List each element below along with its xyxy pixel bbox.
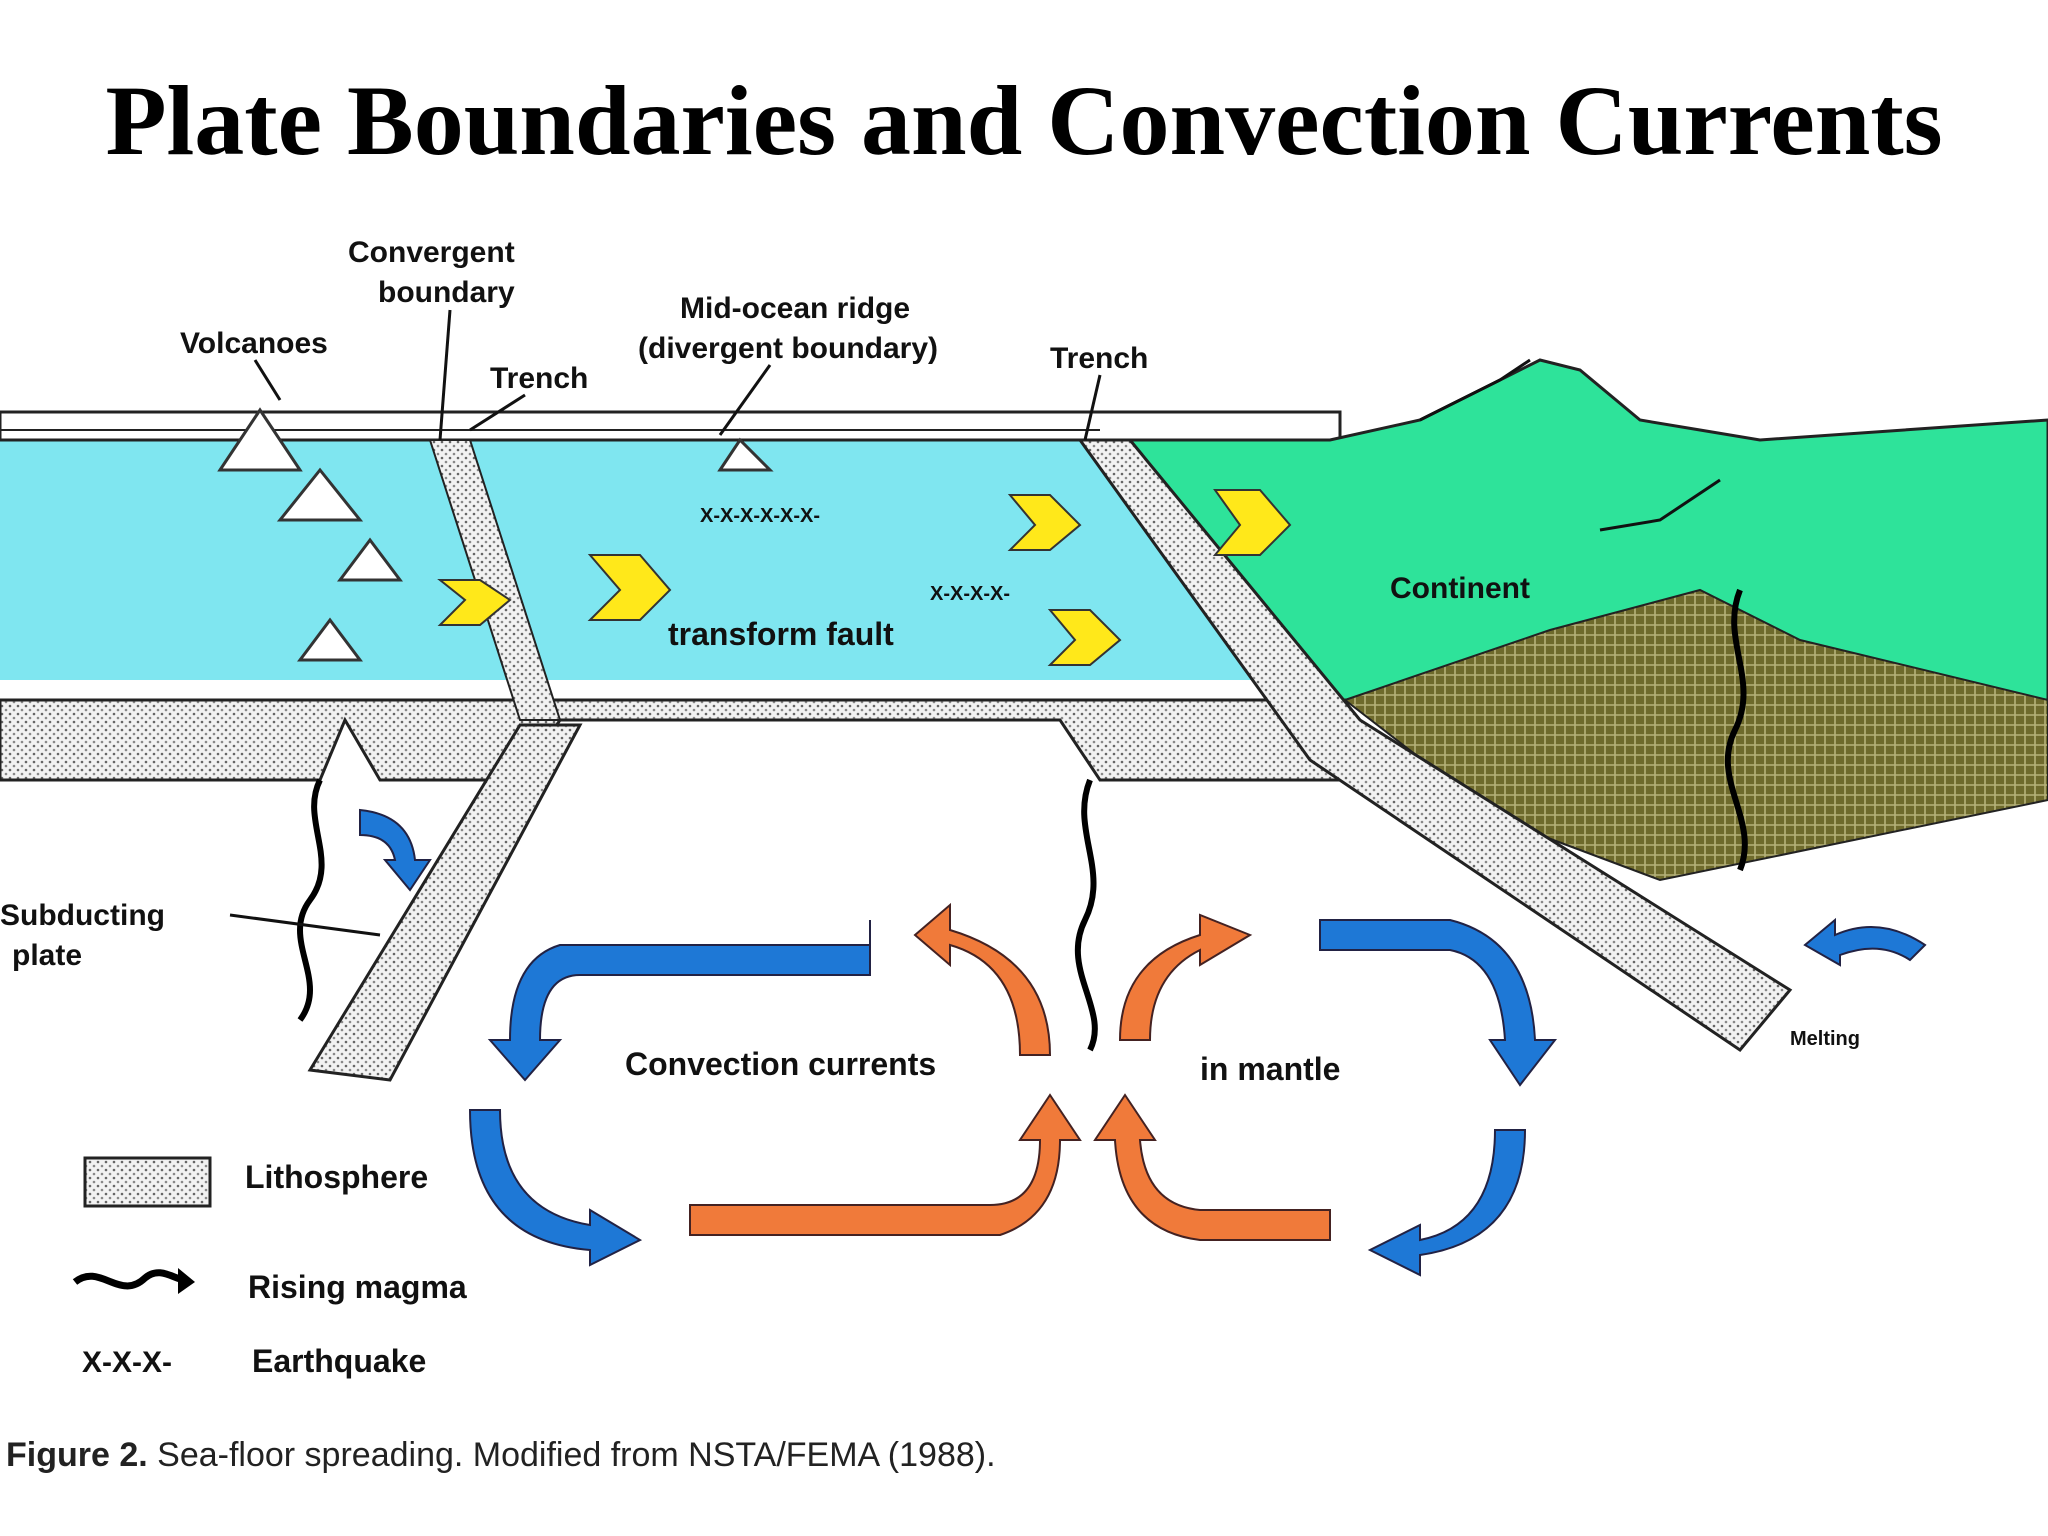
legend-magma-label: Rising magma [248, 1269, 467, 1305]
page-title: Plate Boundaries and Convection Currents [105, 65, 1943, 176]
label-continent: Continent [1390, 572, 1530, 605]
figure-caption: Figure 2. Sea-floor spreading. Modified … [6, 1436, 996, 1475]
rising-current-arrow [689, 1093, 1082, 1236]
legend-magma-swatch [72, 1269, 186, 1290]
subducting-plate-right [1077, 438, 1793, 1053]
rising-current-arrow [1118, 913, 1253, 1041]
earthquake-marks: X-X-X-X-X-X- [700, 505, 820, 527]
subducting-plate-left [307, 723, 583, 1082]
sinking-current-arrow [1367, 1129, 1527, 1277]
sinking-current-arrow [1319, 919, 1558, 1087]
label-volcanoes: Volcanoes [180, 327, 328, 360]
legend-magma-arrowhead [178, 1268, 195, 1294]
mountain-sketch [1419, 358, 1721, 532]
label-convection-currents: Convection currents [625, 1046, 936, 1082]
lithosphere-slab [0, 698, 1372, 782]
trench-slab-left [428, 439, 562, 721]
figure-caption-text: Sea-floor spreading. Modified from NSTA/… [147, 1436, 996, 1474]
label-transform-fault: transform fault [668, 616, 894, 652]
rising-magma-lines [297, 588, 1748, 1052]
sinking-current-arrow [487, 920, 871, 1082]
legend-earthquake-label: Earthquake [252, 1343, 426, 1379]
legend-earthquake-symbol: X-X-X- [82, 1346, 172, 1379]
label-convergent-boundary: Convergent boundary [348, 236, 523, 309]
volcano-sketch [217, 407, 774, 662]
label-trench-right: Trench [1050, 342, 1148, 375]
continent-landmass [1086, 358, 2048, 882]
label-melting: Melting [1790, 1028, 1860, 1050]
rising-current-arrow [1093, 1093, 1331, 1241]
label-subducting-plate: Subducting plate [0, 899, 173, 972]
label-trench-left: Trench [490, 362, 588, 395]
convection-arrows [359, 808, 1927, 1277]
label-in-mantle: in mantle [1200, 1051, 1340, 1087]
sinking-current-arrow [1803, 917, 1927, 967]
plate-movement-arrows [437, 489, 1292, 666]
leader-lines [229, 309, 1102, 937]
sinking-current-arrow [359, 808, 432, 892]
earthquake-marks: X-X-X-X- [930, 583, 1010, 605]
sinking-current-arrow [468, 1109, 643, 1267]
legend-lithosphere-swatch [83, 1156, 212, 1208]
label-mid-ocean-ridge: Mid-ocean ridge (divergent boundary) [638, 292, 938, 365]
figure-number: Figure 2. [6, 1436, 148, 1474]
legend-lithosphere-label: Lithosphere [245, 1159, 428, 1195]
rising-current-arrow [913, 902, 1052, 1056]
legend: Lithosphere Rising magma X-X-X- Earthqua… [72, 1156, 467, 1379]
